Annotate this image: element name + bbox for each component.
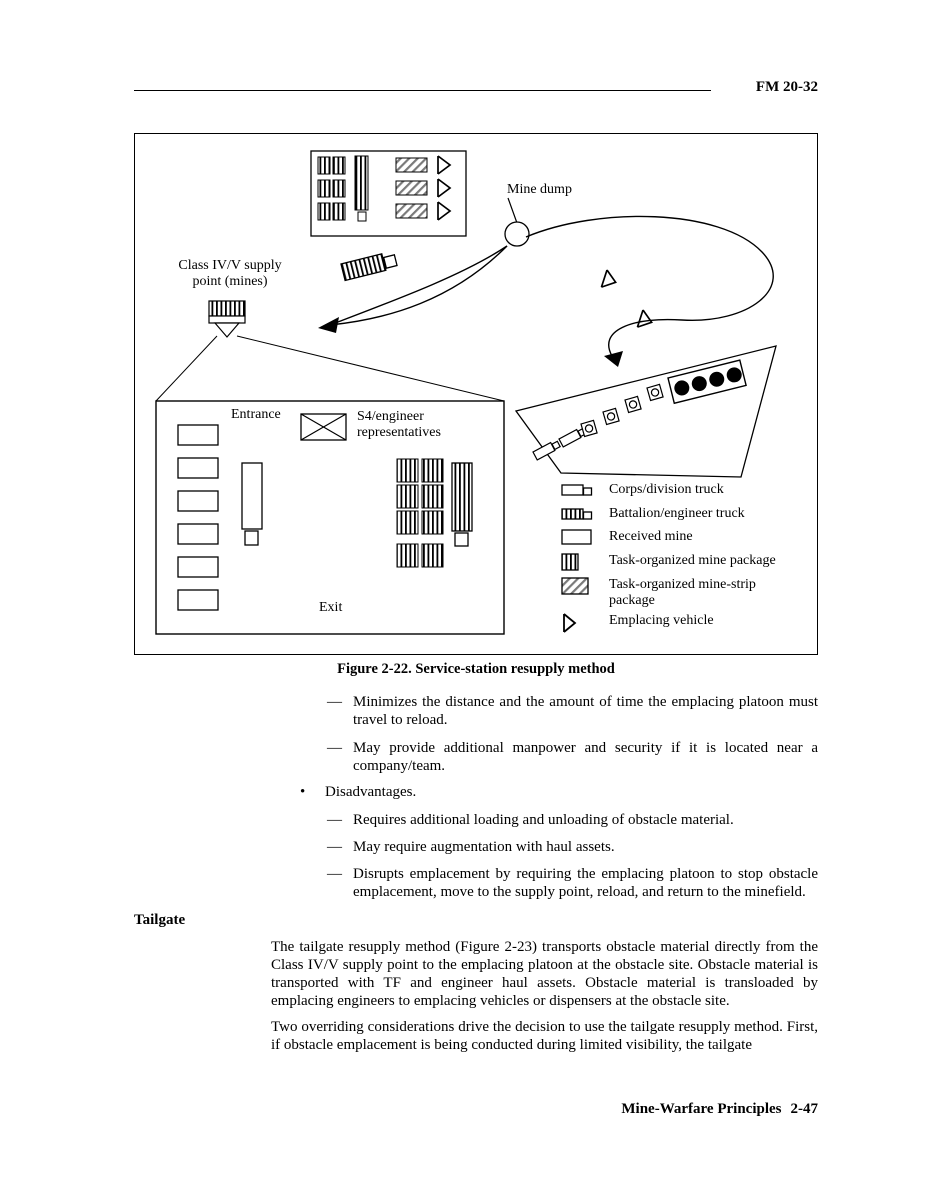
s4-hq-icon <box>300 413 347 441</box>
list-item: — Disrupts emplacement by requiring the … <box>327 865 818 901</box>
battalion-truck-vertical-icon <box>451 462 473 547</box>
emplacing-vehicle-icon <box>561 613 609 634</box>
footer-title: Mine-Warfare Principles <box>621 1101 782 1117</box>
transfer-point-circle <box>504 221 530 247</box>
list-item-text: Disadvantages. <box>325 784 417 800</box>
page-footer: Mine-Warfare Principles 2-47 <box>134 1100 818 1118</box>
route-arrow-to-supply-point <box>318 245 508 333</box>
body-paragraph: Two overriding considerations drive the … <box>271 1019 818 1053</box>
detail-expansion-line-left <box>155 335 218 402</box>
supply-point-symbol <box>208 300 246 338</box>
dispenser-icon <box>602 407 620 426</box>
corps-division-truck-icon <box>561 482 609 498</box>
supply-point-detail <box>155 400 505 635</box>
mine-dump-storage <box>310 150 467 237</box>
exit-label: Exit <box>319 600 343 615</box>
dispenser-icon <box>646 383 664 402</box>
legend-label: Emplacing vehicle <box>609 613 714 628</box>
legend-label: Corps/division truck <box>609 482 724 497</box>
list-item: • Disadvantages. <box>300 783 818 801</box>
received-mine-boxes <box>177 424 219 611</box>
emplacing-vehicle-icon <box>600 269 620 292</box>
s4-representatives-label: S4/engineer representatives <box>357 409 441 440</box>
dispenser-icon <box>624 395 642 414</box>
dash-marker: — <box>327 694 342 710</box>
list-item-text: Minimizes the distance and the amount of… <box>353 694 818 728</box>
body-paragraph: The tailgate resupply method (Figure 2-2… <box>271 939 818 1009</box>
supply-point-label: Class IV/V supply point (mines) <box>178 258 282 289</box>
figure-legend: Corps/division truck Battalion/engineer … <box>561 482 813 652</box>
header-rule <box>134 90 711 91</box>
task-organized-mine-strip-package-icon <box>561 577 609 596</box>
legend-item: Battalion/engineer truck <box>561 506 745 522</box>
obstacle-site-area <box>514 345 777 478</box>
dash-marker: — <box>327 740 342 756</box>
mine-dump-leader-line <box>507 197 518 224</box>
battalion-engineer-truck-icon <box>561 506 609 522</box>
list-item-text: May provide additional manpower and secu… <box>353 740 818 774</box>
mine-truck-icon <box>667 359 747 405</box>
dash-marker: — <box>327 839 342 855</box>
legend-item: Corps/division truck <box>561 482 724 498</box>
legend-label: Task-organized mine-strip package <box>609 577 756 608</box>
bullet-marker: • <box>300 784 306 800</box>
list-item: — May require augmentation with haul ass… <box>327 838 818 856</box>
legend-label: Received mine <box>609 529 693 544</box>
dispenser-icon <box>580 419 598 438</box>
dash-marker: — <box>327 866 342 882</box>
legend-label: Task-organized mine package <box>609 553 776 568</box>
list-item-text: May require augmentation with haul asset… <box>353 839 615 855</box>
list-item-text: Disrupts emplacement by requiring the em… <box>353 866 818 900</box>
legend-item: Task-organized mine-strip package <box>561 577 781 608</box>
figure-diagram <box>155 150 777 635</box>
mine-dump-label: Mine dump <box>507 182 572 197</box>
dash-marker: — <box>327 812 342 828</box>
battalion-truck-vertical-icon <box>354 155 369 222</box>
legend-item: Emplacing vehicle <box>561 613 714 634</box>
list-item: — Minimizes the distance and the amount … <box>327 693 818 729</box>
detail-expansion-line-right <box>236 335 505 402</box>
list-item: — Requires additional loading and unload… <box>327 811 818 829</box>
received-mine-icon <box>561 529 609 546</box>
doc-number: FM 20-32 <box>755 79 818 95</box>
corps-division-truck-vertical-icon <box>241 462 263 546</box>
footer-page-number: 2-47 <box>790 1101 819 1117</box>
section-heading-tailgate: Tailgate <box>134 912 186 928</box>
legend-label: Battalion/engineer truck <box>609 506 745 521</box>
corps-division-truck-icon <box>532 438 562 461</box>
legend-item: Task-organized mine package <box>561 553 776 572</box>
route-arrow-to-obstacle-site <box>525 215 774 367</box>
figure-2-22: Mine dump Class IV/V supply point (mines… <box>134 133 818 655</box>
mine-package-stack <box>396 458 444 568</box>
entrance-label: Entrance <box>231 407 281 422</box>
list-item: — May provide additional manpower and se… <box>327 739 818 775</box>
list-item-text: Requires additional loading and unloadin… <box>353 812 734 828</box>
battalion-truck-icon <box>340 253 398 282</box>
figure-caption: Figure 2-22. Service-station resupply me… <box>337 661 615 677</box>
task-organized-mine-package-icon <box>561 553 609 572</box>
legend-item: Received mine <box>561 529 693 546</box>
